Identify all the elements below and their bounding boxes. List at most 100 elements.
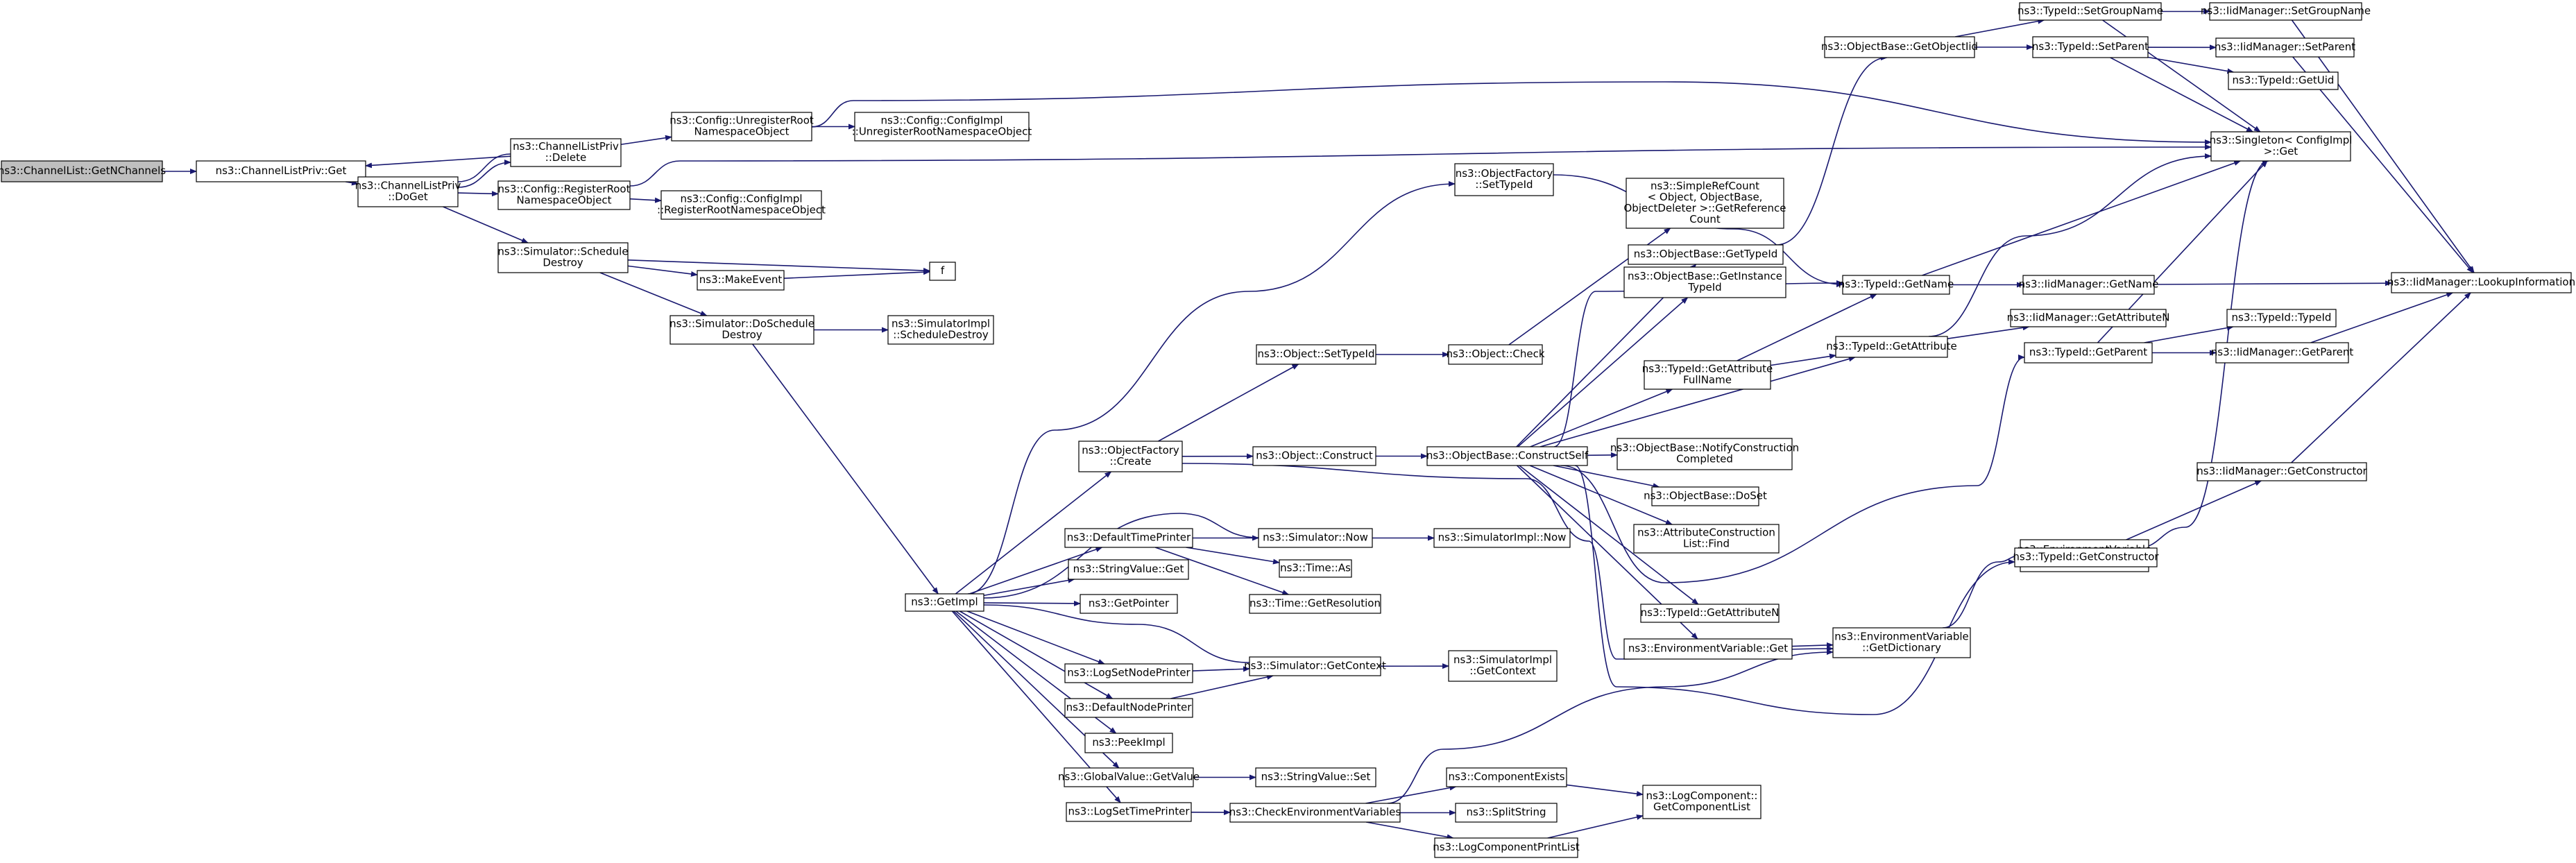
node-box <box>905 593 984 612</box>
function-node[interactable]: ns3::SimulatorImpl::ScheduleDestroy <box>887 315 994 345</box>
function-node[interactable]: ns3::GetImpl <box>905 593 984 612</box>
function-node[interactable]: ns3::TypeId::SetGroupName <box>2018 2 2163 21</box>
node-label: ns3::ChannelList::GetNChannels <box>0 164 166 177</box>
node-label: ns3::LogComponent:: <box>1646 789 1758 802</box>
function-node[interactable]: ns3::ChannelListPriv::Delete <box>510 138 622 167</box>
function-node[interactable]: ns3::ChannelListPriv::DoGet <box>355 176 461 207</box>
function-node[interactable]: ns3::TypeId::GetName <box>1839 275 1954 295</box>
node-label: ns3::ChannelListPriv::Get <box>216 164 347 177</box>
function-node[interactable]: ns3::ChannelListPriv::Get <box>196 160 366 182</box>
node-label: ns3::GetImpl <box>911 596 978 608</box>
function-node[interactable]: ns3::ObjectFactory::Create <box>1078 441 1183 472</box>
function-node[interactable]: ns3::ObjectBase::GetTypeId <box>1628 244 1784 265</box>
node-label: ns3::SimulatorImpl <box>1453 653 1552 666</box>
node-label: ns3::Singleton< ConfigImpl <box>2210 134 2353 146</box>
function-node[interactable]: ns3::TypeId::GetAttribute <box>1826 336 1957 358</box>
call-edge <box>1519 465 1699 605</box>
function-node[interactable]: ns3::Simulator::Now <box>1258 528 1373 548</box>
call-edge <box>983 513 1259 601</box>
node-label: ns3::GlobalValue::GetValue <box>1058 771 1200 783</box>
function-node[interactable]: ns3::IidManager::SetGroupName <box>2201 2 2371 21</box>
call-edge <box>1366 821 1454 840</box>
function-node[interactable]: ns3::Time::As <box>1279 559 1352 578</box>
function-node[interactable]: ns3::SimpleRefCount< Object, ObjectBase,… <box>1623 178 1786 229</box>
node-label: ns3::Time::GetResolution <box>1249 597 1381 610</box>
call-edge <box>983 600 1081 606</box>
function-node[interactable]: ns3::Singleton< ConfigImpl >::Get <box>2210 131 2353 162</box>
function-node[interactable]: ns3::EnvironmentVariable::Get <box>1623 638 1793 660</box>
function-node[interactable]: ns3::GetPointer <box>1080 594 1178 614</box>
function-node[interactable]: ns3::SimulatorImpl::GetContext <box>1448 650 1558 682</box>
function-node[interactable]: ns3::DefaultNodePrinter <box>1064 698 1193 718</box>
node-label: ::GetDictionary <box>1862 642 1941 654</box>
function-node[interactable]: ns3::Simulator::ScheduleDestroy <box>497 242 629 273</box>
call-edge <box>811 81 2212 145</box>
function-node[interactable]: ns3::IidManager::LookupInformation <box>2387 272 2575 293</box>
function-node[interactable]: ns3::IidManager::GetName <box>2019 275 2159 295</box>
function-node[interactable]: ns3::ObjectBase::DoSet <box>1644 486 1767 506</box>
function-node[interactable]: ns3::IidManager::SetParent <box>2215 37 2355 58</box>
function-node[interactable]: ns3::LogComponent::GetComponentList <box>1642 785 1762 819</box>
function-node[interactable]: ns3::LogComponentPrintList <box>1433 837 1580 858</box>
function-node[interactable]: ns3::Config::ConfigImpl::UnregisterRootN… <box>852 112 1032 142</box>
function-node[interactable]: ns3::EnvironmentVariable::GetDictionary <box>1832 627 1971 658</box>
node-box <box>1824 36 1975 58</box>
function-node[interactable]: ns3::TypeId::SetParent <box>2032 36 2149 58</box>
function-node[interactable]: ns3::TypeId::GetAttributeN <box>1640 604 1780 623</box>
node-box <box>1455 803 1558 823</box>
node-label: ns3::TypeId::SetGroupName <box>2018 5 2163 17</box>
call-edge <box>966 610 1105 665</box>
node-label: ns3::ObjectBase::GetInstance <box>1628 270 1782 282</box>
function-node[interactable]: ns3::Time::GetResolution <box>1249 594 1381 614</box>
function-node[interactable]: ns3::IidManager::GetConstructor <box>2197 462 2368 481</box>
function-node[interactable]: ns3::TypeId::TypeId <box>2226 309 2337 327</box>
node-box <box>2228 71 2339 90</box>
function-node[interactable]: ns3::PeekImpl <box>1084 733 1173 753</box>
function-node[interactable]: ns3::Object::Construct <box>1252 446 1376 466</box>
function-node[interactable]: ns3::TypeId::GetParent <box>2024 342 2153 364</box>
call-edge <box>2107 480 2262 549</box>
node-box <box>1835 336 1948 358</box>
function-node[interactable]: ns3::ObjectFactory::SetTypeId <box>1454 163 1554 196</box>
function-node[interactable]: ns3::SplitString <box>1455 803 1558 823</box>
function-node[interactable]: ns3::IidManager::GetParent <box>2211 342 2354 364</box>
function-node[interactable]: ns3::StringValue::Get <box>1068 559 1189 580</box>
function-node[interactable]: ns3::Simulator::GetContext <box>1244 656 1386 676</box>
node-label: ns3::SplitString <box>1467 806 1546 819</box>
function-node[interactable]: ns3::TypeId::GetUid <box>2228 71 2339 90</box>
node-label: ns3::IidManager::GetAttributeN <box>2007 311 2170 324</box>
function-node[interactable]: ns3::ObjectBase::GetObjectIid <box>1821 36 1978 58</box>
function-node[interactable]: ns3::Object::SetTypeId <box>1256 344 1376 365</box>
function-node[interactable]: ns3::LogSetTimePrinter <box>1066 802 1192 822</box>
call-edge <box>629 144 2212 187</box>
node-label: ns3::TypeId::TypeId <box>2232 311 2332 324</box>
function-node[interactable]: ns3::StringValue::Set <box>1255 767 1376 787</box>
function-node[interactable]: ns3::Config::ConfigImpl::RegisterRootNam… <box>657 190 826 220</box>
node-box <box>1426 446 1588 466</box>
function-node[interactable]: ns3::ObjectBase::ConstructSelf <box>1426 446 1589 466</box>
function-node[interactable]: ns3::TypeId::GetConstructor <box>2013 547 2159 567</box>
function-node[interactable]: ns3::SimulatorImpl::Now <box>1433 528 1571 548</box>
function-node[interactable]: ns3::ComponentExists <box>1446 767 1567 787</box>
function-node[interactable]: ns3::Config::RegisterRootNamespaceObject <box>497 180 631 210</box>
function-node[interactable]: f <box>929 262 956 281</box>
node-box <box>1642 785 1762 819</box>
node-label: ns3::ObjectFactory <box>1082 444 1179 456</box>
function-node[interactable]: ns3::CheckEnvironmentVariables <box>1229 803 1401 823</box>
function-node[interactable]: ns3::MakeEvent <box>697 270 785 291</box>
node-box <box>2022 275 2155 295</box>
function-node[interactable]: ns3::ObjectBase::NotifyConstructionCompl… <box>1610 438 1799 470</box>
function-node[interactable]: ns3::IidManager::GetAttributeN <box>2007 309 2170 327</box>
node-label: ns3::StringValue::Get <box>1073 563 1184 575</box>
function-node[interactable]: ns3::DefaultTimePrinter <box>1064 528 1193 548</box>
function-node[interactable]: ns3::Config::UnregisterRootNamespaceObje… <box>669 112 814 142</box>
function-node[interactable]: ns3::Object::Check <box>1446 344 1545 365</box>
function-node[interactable]: ns3::GlobalValue::GetValue <box>1058 767 1200 787</box>
function-node[interactable]: ns3::LogSetNodePrinter <box>1064 663 1193 683</box>
call-edge <box>1954 18 2045 37</box>
root-function-node[interactable]: ns3::ChannelList::GetNChannels <box>0 160 166 182</box>
